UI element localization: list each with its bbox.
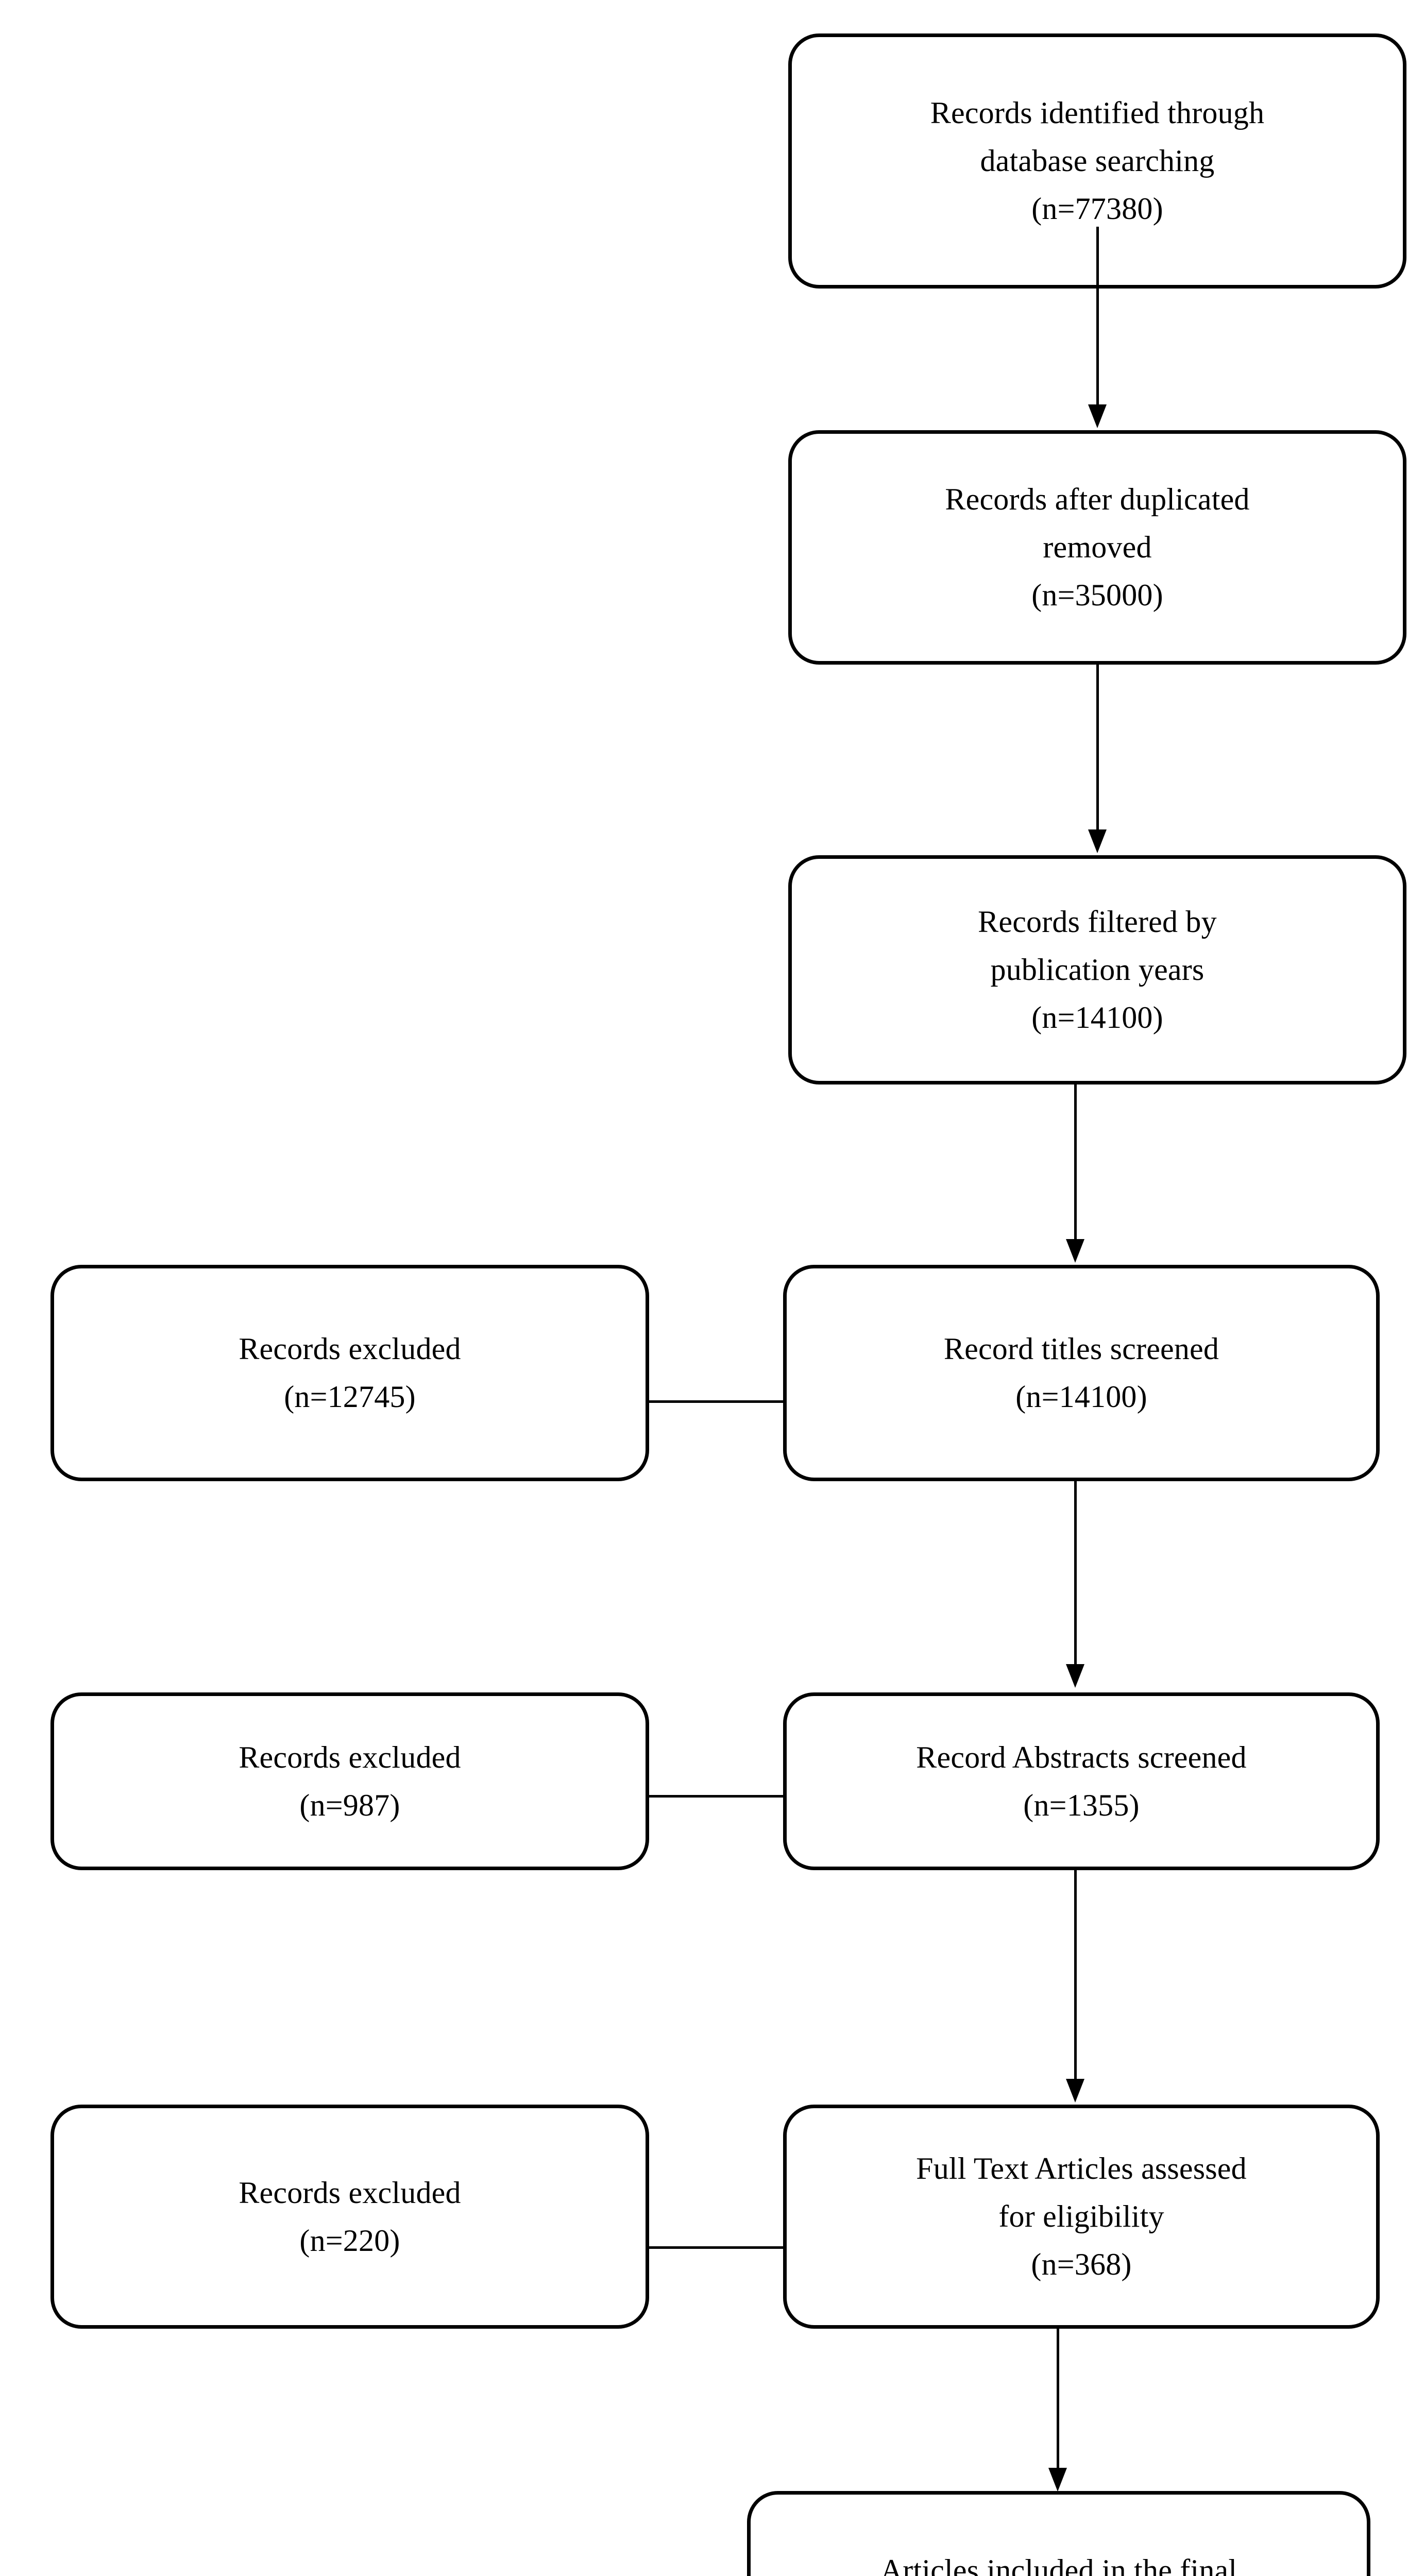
node-line: Records excluded <box>239 1332 461 1366</box>
node-line: Full Text Articles assessed <box>916 2151 1247 2185</box>
node-line: database searching <box>980 144 1215 178</box>
connector-abstracts-to-fulltext <box>1074 1870 1077 2079</box>
connector-abstractsexcluded-to-abstractsscreened <box>649 1795 786 1798</box>
node-abstracts-excluded: Records excluded (n=987) <box>50 1692 649 1870</box>
node-line: (n=987) <box>299 1788 400 1822</box>
node-line: Record titles screened <box>943 1332 1219 1366</box>
node-line: Records excluded <box>239 2175 461 2210</box>
node-abstracts-screened: Record Abstracts screened (n=1355) <box>783 1692 1380 1870</box>
node-titles-screened: Record titles screened (n=14100) <box>783 1265 1380 1481</box>
node-fulltext-excluded: Records excluded (n=220) <box>50 2105 649 2329</box>
arrowhead-icon <box>1088 829 1107 853</box>
node-line: (n=14100) <box>1015 1380 1147 1414</box>
node-line: (n=12745) <box>284 1380 416 1414</box>
node-line: Records excluded <box>239 1740 461 1774</box>
node-line: publication years <box>990 953 1205 987</box>
node-line: Articles included in the final <box>880 2553 1237 2576</box>
node-line: Record Abstracts screened <box>916 1740 1247 1774</box>
arrowhead-icon <box>1066 2079 1084 2103</box>
node-line: (n=14100) <box>1031 1001 1163 1035</box>
node-line: (n=1355) <box>1023 1788 1140 1822</box>
connector-yearfiltered-to-titles <box>1074 1084 1077 1239</box>
arrowhead-icon <box>1066 1664 1084 1688</box>
node-line: removed <box>1043 530 1152 564</box>
connector-identified-to-deduplicated <box>1096 227 1099 404</box>
connector-deduplicated-to-yearfiltered <box>1096 665 1099 829</box>
node-titles-excluded: Records excluded (n=12745) <box>50 1265 649 1481</box>
arrowhead-icon <box>1048 2468 1067 2492</box>
node-line: for eligibility <box>998 2199 1164 2233</box>
node-fulltext-assessed: Full Text Articles assessed for eligibil… <box>783 2105 1380 2329</box>
arrowhead-icon <box>1088 404 1107 428</box>
node-line: (n=220) <box>299 2223 400 2258</box>
node-articles-included: Articles included in the final analysis … <box>747 2491 1370 2576</box>
connector-fulltext-to-included <box>1057 2329 1059 2468</box>
node-records-year-filtered: Records filtered by publication years (n… <box>788 855 1406 1084</box>
node-line: (n=77380) <box>1031 192 1163 226</box>
node-line: Records filtered by <box>978 905 1217 939</box>
arrowhead-icon <box>1066 1239 1084 1263</box>
node-line: (n=35000) <box>1031 578 1163 612</box>
node-line: (n=368) <box>1031 2247 1132 2281</box>
node-line: Records identified through <box>930 96 1265 130</box>
connector-fulltextexcluded-to-fulltextassessed <box>649 2246 786 2249</box>
connector-titlesexcluded-to-titlesscreened <box>649 1400 786 1403</box>
node-records-deduplicated: Records after duplicated removed (n=3500… <box>788 430 1406 665</box>
node-line: Records after duplicated <box>945 482 1250 516</box>
connector-titles-to-abstracts <box>1074 1481 1077 1664</box>
